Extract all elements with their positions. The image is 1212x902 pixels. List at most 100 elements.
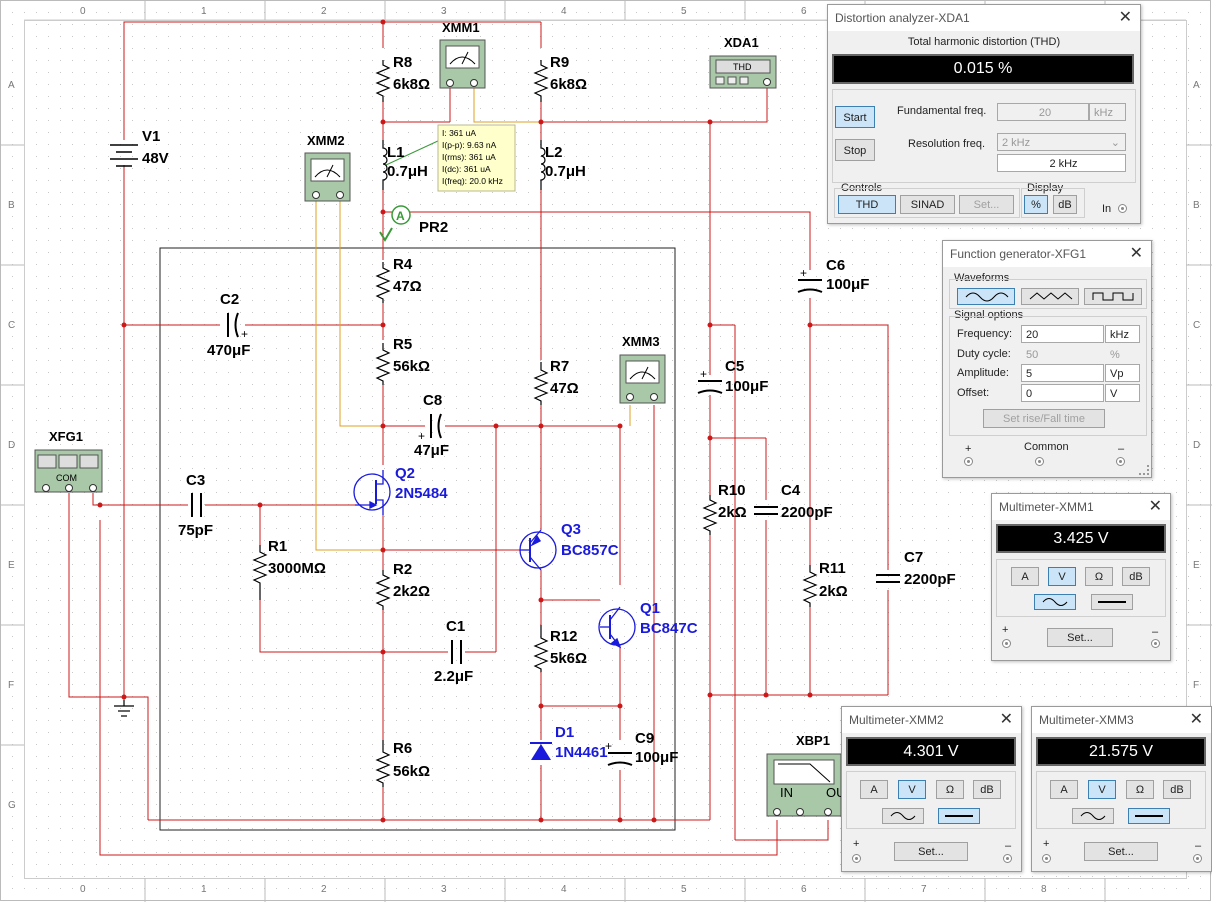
amplitude-input[interactable]: 5 — [1021, 364, 1104, 382]
function-generator-XFG1-symbol[interactable]: COM XFG1 — [34, 429, 103, 493]
mm2-ammeter-button[interactable]: A — [860, 780, 888, 799]
distortion-analyzer-XDA1-symbol[interactable]: THD XDA1 — [709, 35, 777, 89]
start-button[interactable]: Start — [835, 106, 875, 128]
mm1-plus-terminal-icon[interactable] — [1002, 639, 1011, 648]
mm2-titlebar[interactable]: Multimeter-XMM2 ✕ — [842, 707, 1021, 733]
resistor-R9[interactable] — [533, 60, 549, 102]
mm1-set-button[interactable]: Set... — [1047, 628, 1113, 647]
capacitor-C3[interactable] — [191, 493, 202, 517]
battery-V1[interactable]: V1 48V — [110, 128, 169, 167]
resize-grip-icon[interactable] — [1139, 465, 1149, 475]
sine-wave-button[interactable] — [957, 288, 1015, 305]
bode-plotter-XBP1-symbol[interactable]: IN OUT XBP1 — [766, 733, 854, 817]
mm3-voltmeter-button[interactable]: V — [1088, 780, 1116, 799]
capacitor-C6[interactable] — [797, 279, 823, 293]
minus-terminal-icon[interactable] — [1116, 457, 1125, 466]
close-icon[interactable]: ✕ — [1189, 711, 1203, 728]
mm3-plus-terminal-icon[interactable] — [1042, 854, 1051, 863]
multimeter-XMM3-symbol[interactable]: XMM3 — [619, 334, 666, 404]
mm3-ammeter-button[interactable]: A — [1050, 780, 1078, 799]
inductor-L1[interactable] — [382, 140, 388, 190]
mm3-ohmmeter-button[interactable]: Ω — [1126, 780, 1154, 799]
inductor-L2[interactable] — [540, 140, 546, 190]
sinad-button[interactable]: SINAD — [900, 195, 955, 214]
resolution-freq-select[interactable]: 2 kHz⌄ — [997, 133, 1126, 151]
resistor-R4[interactable] — [375, 262, 391, 303]
close-icon[interactable]: ✕ — [999, 711, 1013, 728]
capacitor-C7[interactable] — [876, 574, 900, 583]
capacitor-C4[interactable] — [754, 506, 778, 515]
frequency-unit[interactable]: kHz — [1105, 325, 1140, 343]
mm3-titlebar[interactable]: Multimeter-XMM3 ✕ — [1032, 707, 1211, 733]
capacitor-C9[interactable] — [607, 752, 633, 766]
capacitor-C8[interactable] — [430, 413, 442, 439]
fundamental-freq-unit[interactable]: kHz — [1089, 103, 1126, 121]
resistor-R5[interactable] — [375, 343, 391, 385]
multimeter-XMM2-symbol[interactable]: XMM2 — [304, 133, 351, 202]
close-icon[interactable]: ✕ — [1118, 9, 1132, 26]
diode-D1[interactable] — [530, 742, 552, 760]
offset-input[interactable]: 0 — [1021, 384, 1104, 402]
mm1-dc-button[interactable] — [1091, 594, 1133, 610]
mm1-ohmmeter-button[interactable]: Ω — [1085, 567, 1113, 586]
transistor-Q3[interactable] — [519, 529, 557, 571]
mm1-voltmeter-button[interactable]: V — [1048, 567, 1076, 586]
fgen-window-titlebar[interactable]: Function generator-XFG1 ✕ — [943, 241, 1151, 267]
mm2-db-button[interactable]: dB — [973, 780, 1001, 799]
capacitor-C2[interactable] — [227, 312, 239, 338]
mm2-plus-terminal-icon[interactable] — [852, 854, 861, 863]
mm3-db-button[interactable]: dB — [1163, 780, 1191, 799]
resolution-freq-value[interactable]: 2 kHz — [997, 154, 1126, 172]
capacitor-C5[interactable] — [697, 380, 723, 394]
mm3-minus-terminal-icon[interactable] — [1193, 854, 1202, 863]
offset-unit[interactable]: V — [1105, 384, 1140, 402]
resistor-R11[interactable] — [802, 565, 818, 607]
frequency-input[interactable]: 20 — [1021, 325, 1104, 343]
mm2-voltmeter-button[interactable]: V — [898, 780, 926, 799]
mm2-ohmmeter-button[interactable]: Ω — [936, 780, 964, 799]
percent-button[interactable]: % — [1024, 195, 1048, 214]
plus-terminal-icon[interactable] — [964, 457, 973, 466]
mm3-set-button[interactable]: Set... — [1084, 842, 1158, 861]
square-wave-button[interactable] — [1084, 288, 1142, 305]
mm3-ac-button[interactable] — [1072, 808, 1114, 824]
resistor-R2[interactable] — [375, 570, 391, 610]
mm3-dc-button[interactable] — [1128, 808, 1170, 824]
resistor-R12[interactable] — [533, 625, 549, 672]
mm2-set-button[interactable]: Set... — [894, 842, 968, 861]
transistor-Q1[interactable] — [598, 606, 636, 649]
mm2-minus-terminal-icon[interactable] — [1003, 854, 1012, 863]
resistor-R8[interactable] — [375, 60, 391, 102]
multimeter-XMM1-symbol[interactable]: XMM1 — [439, 20, 486, 89]
distortion-window-titlebar[interactable]: Distortion analyzer-XDA1 ✕ — [828, 5, 1140, 31]
mm1-titlebar[interactable]: Multimeter-XMM1 ✕ — [992, 494, 1170, 520]
resistor-R7[interactable] — [533, 362, 549, 405]
close-icon[interactable]: ✕ — [1148, 498, 1162, 515]
resistor-R6[interactable] — [375, 740, 391, 787]
set-button[interactable]: Set... — [959, 195, 1014, 214]
set-rise-fall-button[interactable]: Set rise/Fall time — [983, 409, 1105, 428]
triangle-wave-button[interactable] — [1021, 288, 1079, 305]
stop-button[interactable]: Stop — [835, 139, 875, 161]
mm2-ac-button[interactable] — [882, 808, 924, 824]
duty-cycle-input[interactable]: 50 — [1021, 345, 1104, 363]
common-terminal-icon[interactable] — [1035, 457, 1044, 466]
mm1-db-button[interactable]: dB — [1122, 567, 1150, 586]
capacitor-C1[interactable] — [451, 640, 462, 664]
mm1-ac-button[interactable] — [1034, 594, 1076, 610]
resistor-R10[interactable] — [702, 495, 718, 535]
db-button[interactable]: dB — [1053, 195, 1077, 214]
resistor-R1[interactable] — [252, 545, 268, 600]
amplitude-unit[interactable]: Vp — [1105, 364, 1140, 382]
input-terminal-icon[interactable] — [1118, 204, 1127, 213]
mm2-dc-button[interactable] — [938, 808, 980, 824]
current-probe-PR2[interactable]: A — [379, 205, 411, 242]
thd-button[interactable]: THD — [838, 195, 896, 214]
duty-cycle-label: Duty cycle: — [957, 348, 1011, 360]
close-icon[interactable]: ✕ — [1129, 245, 1143, 262]
duty-cycle-unit[interactable]: % — [1105, 345, 1140, 363]
mm1-ammeter-button[interactable]: A — [1011, 567, 1039, 586]
mm1-minus-terminal-icon[interactable] — [1151, 639, 1160, 648]
transistor-Q2[interactable] — [353, 470, 391, 515]
fundamental-freq-input[interactable]: 20 — [997, 103, 1089, 121]
